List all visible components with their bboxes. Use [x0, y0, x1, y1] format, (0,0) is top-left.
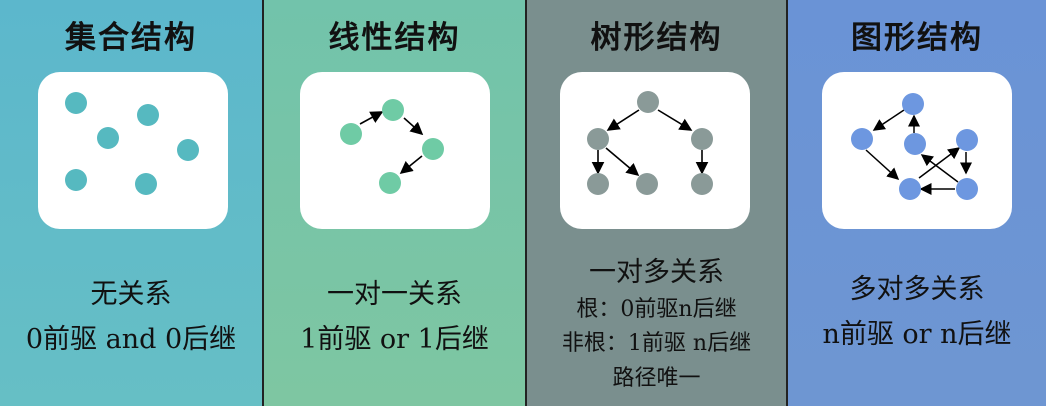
node [636, 173, 658, 195]
tree-structure-panel: 树形结构 一对多关系 根：0前驱 [525, 0, 786, 406]
set-diagram-card [38, 72, 228, 229]
node [65, 169, 87, 191]
node [691, 128, 713, 150]
edge [359, 111, 384, 125]
pred-succ-caption: 1前驱 or 1后继 [300, 324, 489, 355]
node [956, 178, 978, 200]
node [135, 173, 157, 195]
graph-diagram [851, 93, 978, 200]
set-structure-panel: 集合结构 无关系 0前驱 and 0后继 [0, 0, 262, 406]
relation-caption: 无关系 [90, 279, 172, 310]
panel-title: 图形结构 [851, 20, 983, 56]
edge [605, 147, 640, 177]
edge [872, 109, 905, 131]
node [379, 172, 401, 194]
node [340, 123, 362, 145]
pred-succ-caption: n前驱 or n后继 [822, 319, 1012, 350]
relation-caption: 一对一关系 [327, 279, 462, 310]
relation-caption: 一对多关系 [589, 257, 724, 288]
root-caption: 根：0前驱n后继 [576, 297, 737, 322]
node [382, 99, 404, 121]
node [904, 133, 926, 155]
linear-structure-panel: 线性结构 一对一关系 1前驱 or 1后继 [262, 0, 525, 406]
node [422, 138, 444, 160]
node [97, 127, 119, 149]
relation-caption: 多对多关系 [849, 274, 985, 305]
graph-structure-panel: 图形结构 [786, 0, 1046, 406]
pred-succ-caption: 0前驱 and 0后继 [25, 324, 237, 355]
node [137, 104, 159, 126]
linear-diagram [340, 99, 444, 194]
linear-diagram-card [300, 72, 490, 229]
node [637, 91, 659, 113]
edge [920, 154, 959, 183]
node [691, 173, 713, 195]
node [587, 128, 609, 150]
node [177, 139, 199, 161]
unique-path-caption: 路径唯一 [612, 366, 701, 391]
panel-title: 集合结构 [65, 20, 197, 56]
edge [606, 109, 640, 131]
node [902, 93, 924, 115]
set-diagram [65, 92, 199, 195]
edge [918, 147, 961, 179]
node [587, 173, 609, 195]
tree-diagram [587, 91, 713, 195]
graph-diagram-card [822, 72, 1012, 229]
edge [403, 117, 424, 136]
panel-title: 树形结构 [590, 20, 723, 56]
edge [399, 155, 423, 175]
tree-diagram-card [560, 72, 750, 229]
node [956, 129, 978, 151]
edge [657, 109, 693, 131]
node [899, 178, 921, 200]
panel-title: 线性结构 [328, 20, 461, 56]
non-root-caption: 非根：1前驱 n后继 [561, 331, 752, 356]
node [851, 128, 873, 150]
node [65, 92, 87, 114]
edge [865, 149, 900, 181]
